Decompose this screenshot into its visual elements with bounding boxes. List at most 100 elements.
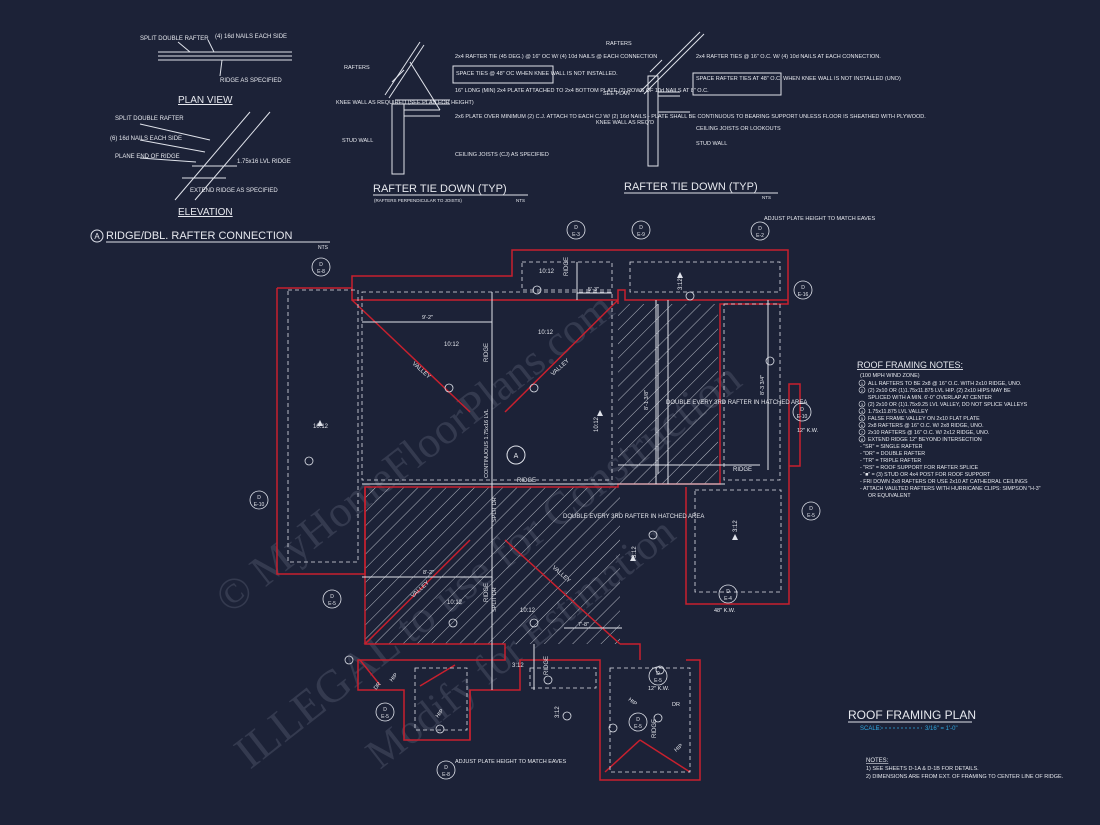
scale-value: 3/16" = 1'-0" <box>925 726 958 732</box>
tie1-rafters-label: RAFTERS <box>344 65 370 71</box>
tie2-title: RAFTER TIE DOWN (TYP) <box>624 181 758 193</box>
tie1-rafter-ties-label: 2x4 RAFTER TIE (45 DEG.) @ 16" OC W/ (4)… <box>455 54 657 60</box>
pitch-1: 10:12 <box>539 269 555 275</box>
tie1-plate-label: 16" LONG (MIN) 2x4 PLATE ATTACHED TO 2x4… <box>455 88 709 94</box>
section-e5-4: E-5 <box>654 678 662 684</box>
note-item: (2) 2x10 OR (1)1.75x11.875 LVL HIP. (2) … <box>868 388 1011 394</box>
tie1-title: RAFTER TIE DOWN (TYP) <box>373 183 507 195</box>
pitch-8: 3:12 <box>678 278 684 290</box>
section-d-13: D <box>444 765 448 771</box>
tie2-rafter-ties-label: 2x4 RAFTER TIES @ 16" O.C. W/ (4) 10d NA… <box>696 54 881 60</box>
split-dr-label-2: SPLIT DR <box>492 587 498 612</box>
pitch-7: 10:12 <box>520 608 536 614</box>
section-e8-1: E-8 <box>317 269 325 275</box>
section-e3-1: E-3 <box>572 232 580 238</box>
split-dr-label-1: SPLIT DR <box>492 497 498 522</box>
notes-title: ROOF FRAMING NOTES: <box>857 360 963 370</box>
note-number-marker <box>858 428 866 436</box>
dim-2: 5'-3" <box>588 287 599 293</box>
ridge-as-specified-label: RIDGE AS SPECIFIED <box>220 78 282 84</box>
plane-end-of-ridge-label: PLANE END OF RIDGE <box>115 154 180 160</box>
knee-wall-1: 12" K.W. <box>797 428 819 434</box>
plan-title: ROOF FRAMING PLAN <box>848 708 976 722</box>
adjust-plate-top: ADJUST PLATE HEIGHT TO MATCH EAVES <box>764 216 875 222</box>
dr-label-2: DR <box>373 681 383 691</box>
pitch-2: 10:12 <box>444 342 460 348</box>
section-d-6: D <box>800 407 804 413</box>
pitch-12: 3:12 <box>555 706 561 718</box>
note-number-marker <box>858 379 866 387</box>
tie1-space-ties-label: SPACE TIES @ 48" OC WHEN KNEE WALL IS NO… <box>456 71 618 77</box>
pitch-4: 10:12 <box>313 424 329 430</box>
tie2-stud-wall-label: STUD WALL <box>696 141 727 147</box>
tie1-subtitle: (RAFTERS PERPENDICULAR TO JOISTS) <box>374 198 462 203</box>
notes-zone: (100 MPH WIND ZONE) <box>860 373 920 379</box>
note-item: EXTEND RIDGE 12" BEYOND INTERSECTION <box>868 437 982 443</box>
continuous-lvl-label: CONTINUOUS 1.75x16 LVL <box>484 409 490 478</box>
tie1-plate-over-label: 2x6 PLATE OVER MINIMUM (2) C.J. ATTACH T… <box>455 114 926 120</box>
extend-ridge-label: EXTEND RIDGE AS SPECIFIED <box>190 188 278 194</box>
knee-wall-3: 12" K.W. <box>648 686 670 692</box>
elevation-title: ELEVATION <box>178 207 233 218</box>
rafter-tie-down-detail-1: RAFTERS 2x4 RAFTER TIE (45 DEG.) @ 16" O… <box>336 41 926 203</box>
hip-label-3: HIP <box>627 697 638 708</box>
title-block: ROOF FRAMING PLAN SCALE: 3/16" = 1'-0" N… <box>848 708 1064 780</box>
tie1-nts: NTS <box>516 198 525 203</box>
note-item: ALL RAFTERS TO BE 2x8 @ 16" O.C. WITH 2x… <box>868 381 1021 387</box>
section-d-12: D <box>656 671 660 677</box>
section-d-2: D <box>574 225 578 231</box>
note-item: SPLICED WITH A MIN. 6'-0" OVERLAP AT CEN… <box>868 395 992 401</box>
pitch-11: 3:12 <box>512 663 524 669</box>
rafter-tie-down-detail-2: RAFTERS 2x4 RAFTER TIES @ 16" O.C. W/ (4… <box>596 31 901 200</box>
note-item: 2x10 RAFTERS @ 16" O.C. W/ 2x12 RIDGE, U… <box>868 430 989 436</box>
section-d-1: D <box>319 262 323 268</box>
note-extra-item: - "TR" = TRIPLE RAFTER <box>860 458 921 464</box>
tie1-ceiling-joists-label: CEILING JOISTS (CJ) AS SPECIFIED <box>455 152 549 158</box>
note-extra-item: - "■" = (3) STUD OR 4x4 POST FOR ROOF SU… <box>860 472 991 478</box>
hip-label-2: HIP <box>435 708 446 719</box>
section-d-7: D <box>809 506 813 512</box>
pitch-3: 10:12 <box>538 330 554 336</box>
dim-4: 7'-8" <box>578 622 589 628</box>
split-double-rafter-label: SPLIT DOUBLE RAFTER <box>140 36 209 42</box>
note-number-marker <box>858 421 866 429</box>
ridge-connection-nts: NTS <box>318 245 329 251</box>
plan-marker-a <box>506 445 526 465</box>
tie2-knee-wall-label: KNEE WALL AS REQ'D <box>596 120 654 126</box>
ridge-label-6: RIDGE <box>544 656 550 675</box>
ridge-label-1: RIDGE <box>564 257 570 276</box>
ridge-label-4: RIDGE <box>733 467 752 473</box>
ridge-label-3: RIDGE <box>517 478 536 484</box>
note-number: 6 <box>861 423 864 428</box>
tie2-see-plan-label: SEE PLAN <box>603 91 630 97</box>
section-d-14: D <box>636 717 640 723</box>
note-extra-item: - ATTACH VAULTED RAFTERS WITH HURRICANE … <box>860 486 1041 492</box>
section-e8-2: E-8 <box>442 772 450 778</box>
section-e5-1: E-5 <box>807 513 815 519</box>
ridge-connection-detail: SPLIT DOUBLE RAFTER (4) 16d NAILS EACH S… <box>90 34 330 251</box>
section-e10-2: E-10 <box>254 502 265 508</box>
dr-label-1: DR <box>672 702 680 708</box>
section-d-9: D <box>330 594 334 600</box>
nails-each-side-label-2: (6) 16d NAILS EACH SIDE <box>110 136 182 142</box>
dim-1: 9'-2" <box>422 315 433 321</box>
hatched-area-left <box>365 487 505 644</box>
scale-label: SCALE: <box>860 726 882 732</box>
section-e5-5: E-5 <box>634 724 642 730</box>
note-item: (2) 2x10 OR (1)1.75x9.25 LVL VALLEY, DO … <box>868 402 1028 408</box>
note-number: 5 <box>861 416 864 421</box>
tie1-knee-wall-label: KNEE WALL AS REQUIRED (SEE PLAN FOR HEIG… <box>336 100 474 106</box>
hatched-area-center <box>505 487 620 644</box>
note-item: 1.75x11.875 LVL VALLEY <box>868 409 929 415</box>
note-number: 7 <box>861 430 864 435</box>
section-d-5: D <box>801 285 805 291</box>
note-extra-item: - FRI DOWN 2x8 RAFTERS OR USE 2x10 AT CA… <box>860 479 1028 485</box>
note-number-marker <box>858 407 866 415</box>
plan-marker-a-letter: A <box>514 453 519 460</box>
section-e10-1: E-10 <box>797 414 808 420</box>
bottom-note-1: 1) SEE SHEETS D-1A & D-1B FOR DETAILS. <box>866 766 979 772</box>
note-number: 3 <box>861 402 864 407</box>
tie2-nts: NTS <box>762 195 771 200</box>
